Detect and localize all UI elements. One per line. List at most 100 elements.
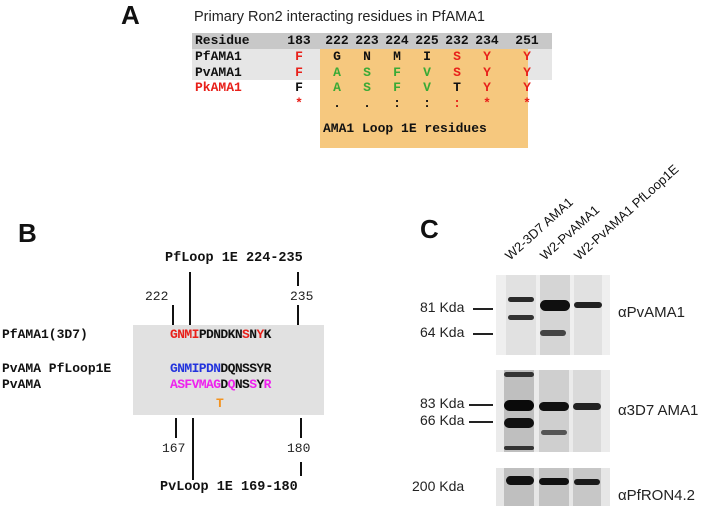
band: [540, 330, 566, 336]
sequence-segment: GNMI: [170, 327, 199, 342]
seq-label-pfama1: PfAMA1(3D7): [2, 327, 88, 342]
pf-loop-start-line: [189, 272, 191, 325]
blot-3d7-ama1: [496, 370, 610, 452]
sequence-segment: K: [263, 327, 272, 342]
band: [574, 479, 600, 485]
band: [508, 297, 534, 302]
pv-end-number: 180: [287, 441, 311, 456]
position-header: 251: [515, 33, 539, 48]
pf-222-line: [172, 305, 174, 325]
row-label: PvAMA1: [195, 64, 242, 80]
residue-cell: F: [295, 64, 303, 80]
residue-cell: F: [295, 80, 303, 95]
band: [573, 403, 601, 410]
residue-cell: A: [333, 64, 341, 80]
seq-label-pvama-pfloop: PvAMA PfLoop1E: [2, 361, 112, 376]
mw-tick: [473, 308, 493, 310]
antibody-label: α3D7 AMA1: [618, 402, 699, 419]
residue-cell: M: [393, 49, 401, 64]
loop-1e-highlight: [320, 49, 528, 148]
panel-b-letter: B: [18, 218, 37, 248]
pv-loop-label: PvLoop 1E 169-180: [160, 480, 298, 495]
mw-marker: 81 Kda: [420, 299, 465, 315]
band: [506, 476, 534, 485]
residue-cell: G: [333, 49, 341, 64]
band: [539, 402, 569, 411]
residue-cell: Y: [483, 64, 491, 80]
residue-cell: N: [363, 49, 371, 64]
band: [539, 478, 569, 485]
sequence-segment: NS: [234, 377, 250, 392]
residue-cell: S: [453, 49, 461, 64]
position-header: 232: [445, 33, 469, 48]
residue-cell: I: [423, 49, 431, 64]
band: [504, 372, 534, 377]
sequence-segment: ASFVMAG: [170, 377, 221, 392]
pv-180-line: [300, 418, 302, 438]
residue-cell: F: [295, 49, 303, 64]
band: [574, 302, 602, 308]
pf-start-number: 222: [145, 289, 169, 304]
pv-167-line: [175, 418, 177, 438]
conservation-symbol: :: [393, 95, 401, 111]
pv-loop-end-line-lower: [300, 462, 302, 476]
header-residue-label: Residue: [195, 33, 250, 48]
band: [540, 300, 570, 311]
row-label: PfAMA1: [195, 49, 242, 64]
antibody-label: αPvAMA1: [618, 304, 686, 321]
residue-cell: V: [423, 64, 431, 80]
mw-marker: 66 Kda: [420, 412, 465, 428]
residue-cell: V: [423, 80, 431, 95]
alignment-box: [133, 325, 324, 415]
position-header: 234: [475, 33, 499, 48]
mw-tick: [469, 421, 493, 423]
residue-cell: A: [333, 80, 341, 95]
pv-start-number: 167: [162, 441, 186, 456]
position-header: 223: [355, 33, 379, 48]
conservation-symbol: .: [333, 95, 341, 111]
position-header: 183: [287, 33, 311, 48]
seq-label-pvama: PvAMA: [2, 377, 42, 392]
sequence-segment: R: [263, 377, 272, 392]
lane: [573, 370, 601, 452]
lane: [539, 468, 569, 506]
position-header: 225: [415, 33, 439, 48]
variant-residue: T: [216, 396, 224, 411]
conservation-symbol: :: [453, 95, 461, 111]
blot-pvama1: [496, 275, 610, 355]
lane: [574, 275, 602, 355]
pf-loop-label: PfLoop 1E 224-235: [165, 251, 303, 266]
lane: [539, 370, 569, 452]
residue-cell: S: [453, 64, 461, 80]
band: [504, 446, 534, 450]
loop-1e-label: AMA1 Loop 1E residues: [323, 121, 487, 136]
residue-cell: Y: [523, 49, 531, 64]
residue-cell: Y: [483, 49, 491, 64]
pf-end-number: 235: [290, 289, 314, 304]
panel-a-title: Primary Ron2 interacting residues in PfA…: [194, 9, 485, 25]
mw-tick: [469, 404, 493, 406]
band: [541, 430, 567, 435]
residue-table: Residue 183 222 223 224 225 232 234 251 …: [192, 33, 552, 148]
sequence-segment: N: [249, 327, 257, 342]
band: [504, 400, 534, 411]
residue-cell: Y: [523, 80, 531, 95]
lane: [573, 468, 601, 506]
table-header-band: [192, 33, 552, 49]
panel-a-letter: A: [121, 0, 140, 30]
position-header: 222: [325, 33, 349, 48]
sequence-segment: PDNDKN: [198, 327, 243, 342]
lane: [504, 370, 534, 452]
sequence-segment: Y: [256, 327, 264, 342]
conservation-symbol: *: [295, 95, 303, 111]
pf-loop-end-line-upper: [297, 272, 299, 286]
sequence-segment: GNMIPDN: [170, 361, 221, 376]
residue-cell: T: [453, 80, 461, 95]
residue-cell: Y: [523, 64, 531, 80]
conservation-symbol: :: [423, 95, 431, 111]
row-label: PkAMA1: [195, 80, 242, 95]
sequence-segment: S: [242, 327, 250, 342]
sequence-segment: Y: [256, 377, 264, 392]
sequence-segment: Q: [227, 377, 236, 392]
residue-cell: Y: [483, 80, 491, 95]
